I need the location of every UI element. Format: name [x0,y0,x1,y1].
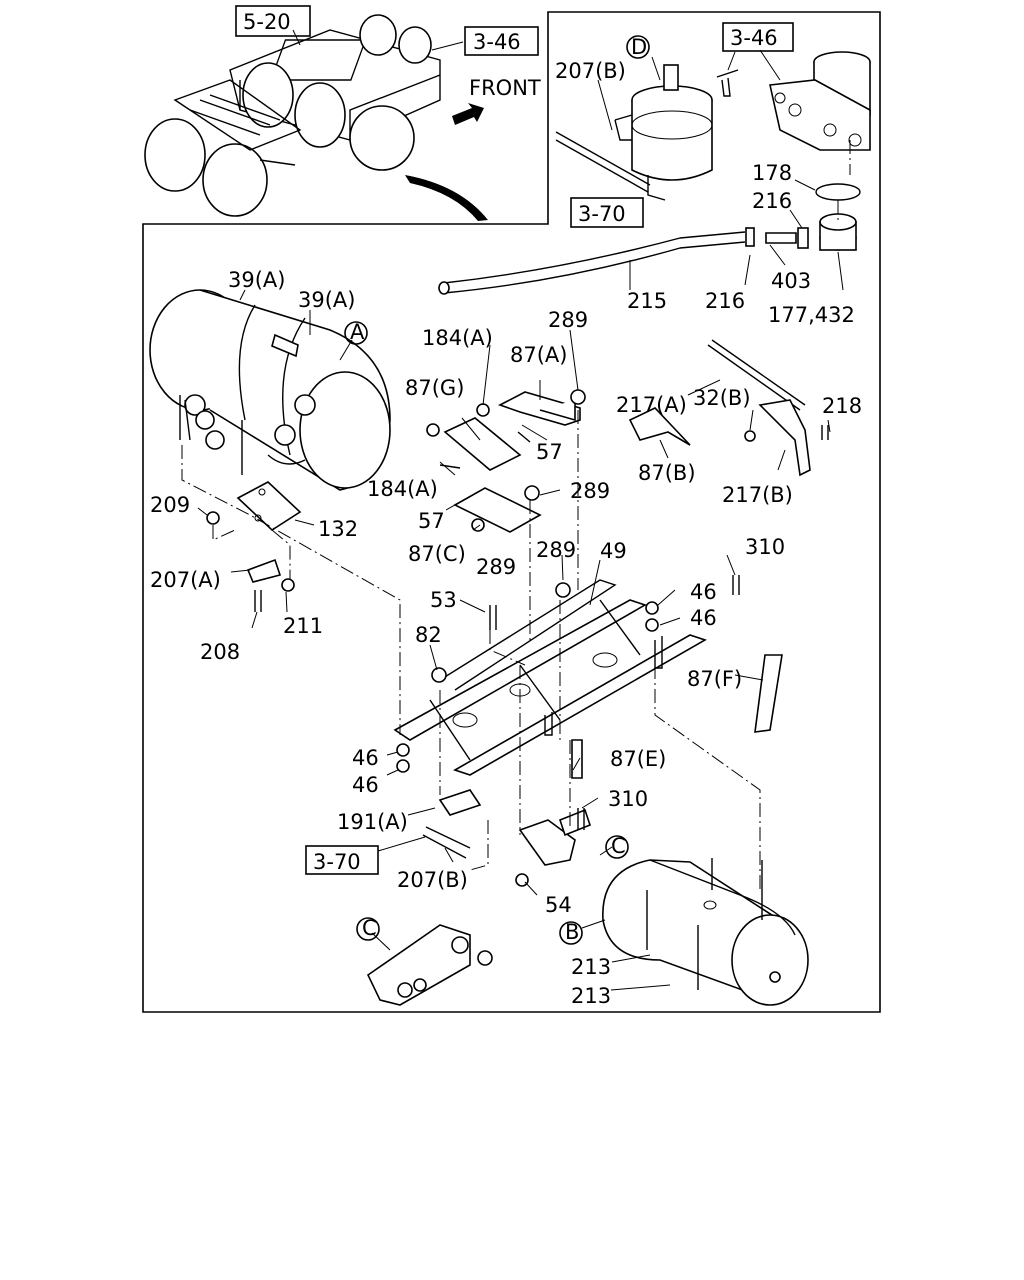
label-49: 49 [600,539,627,563]
label-207a: 207(A) [150,568,221,592]
label-54: 54 [545,893,572,917]
label-289-3: 289 [476,555,516,579]
label-208: 208 [200,640,240,664]
label-216-a: 216 [752,189,792,213]
bolts-and-nuts [184,389,829,887]
ref-box-3-46-top: 3-46 [473,30,521,54]
label-289-4: 289 [536,538,576,562]
label-211: 211 [283,614,323,638]
label-218: 218 [822,394,862,418]
diagram-frames [142,11,881,1013]
label-217b: 217(B) [722,483,793,507]
brackets-and-fasteners [236,339,811,1006]
label-87e: 87(E) [610,747,666,771]
right-air-tank [602,858,809,1006]
label-177-432: 177,432 [768,303,855,327]
label-87g: 87(G) [405,376,464,400]
ref-box-5-20: 5-20 [243,10,291,34]
label-207b-top: 207(B) [555,59,626,83]
label-289-2: 289 [570,479,610,503]
label-82: 82 [415,623,442,647]
label-215: 215 [627,289,667,313]
left-air-tank [149,289,391,491]
label-46-4: 46 [352,773,379,797]
label-216-b: 216 [705,289,745,313]
marker-b: B [565,920,579,944]
label-39a-1: 39(A) [228,268,285,292]
label-310-2: 310 [608,787,648,811]
label-87b: 87(B) [638,461,696,485]
label-213-1: 213 [571,955,611,979]
marker-d: D [631,35,647,59]
ref-box-3-70-bottom: 3-70 [313,850,361,874]
label-46-2: 46 [690,606,717,630]
label-32b: 32(B) [693,386,751,410]
label-209: 209 [150,493,190,517]
label-87c: 87(C) [408,542,466,566]
label-191a: 191(A) [337,810,408,834]
label-87f: 87(F) [687,667,742,691]
label-53: 53 [430,588,457,612]
label-184a-1: 184(A) [422,326,493,350]
label-184a-2: 184(A) [367,477,438,501]
label-39a-2: 39(A) [298,288,355,312]
label-178: 178 [752,161,792,185]
ref-box-3-70-top: 3-70 [578,202,626,226]
front-label: FRONT [469,76,541,100]
label-87a: 87(A) [510,343,567,367]
marker-a: A [350,320,365,344]
ref-box-3-46-inset: 3-46 [730,26,778,50]
label-46-3: 46 [352,746,379,770]
callout-labels: 5-20 3-46 FRONT 3-46 207(B) D 3-70 178 2… [150,10,862,1008]
label-403: 403 [771,269,811,293]
label-213-2: 213 [571,984,611,1008]
leader-lines [181,29,851,991]
label-46-1: 46 [690,580,717,604]
vehicle-overview-sketch [144,14,488,221]
marker-c-1: C [611,834,626,858]
inset-dryer-sketch [438,51,871,295]
label-57-2: 57 [418,509,445,533]
circle-markers [344,35,650,945]
marker-c-2: C [362,916,377,940]
label-207b-bottom: 207(B) [397,868,468,892]
label-57-1: 57 [536,440,563,464]
callout-boxes [235,5,794,875]
label-217a: 217(A) [616,393,687,417]
label-289-1: 289 [548,308,588,332]
label-310-1: 310 [745,535,785,559]
label-132: 132 [318,517,358,541]
